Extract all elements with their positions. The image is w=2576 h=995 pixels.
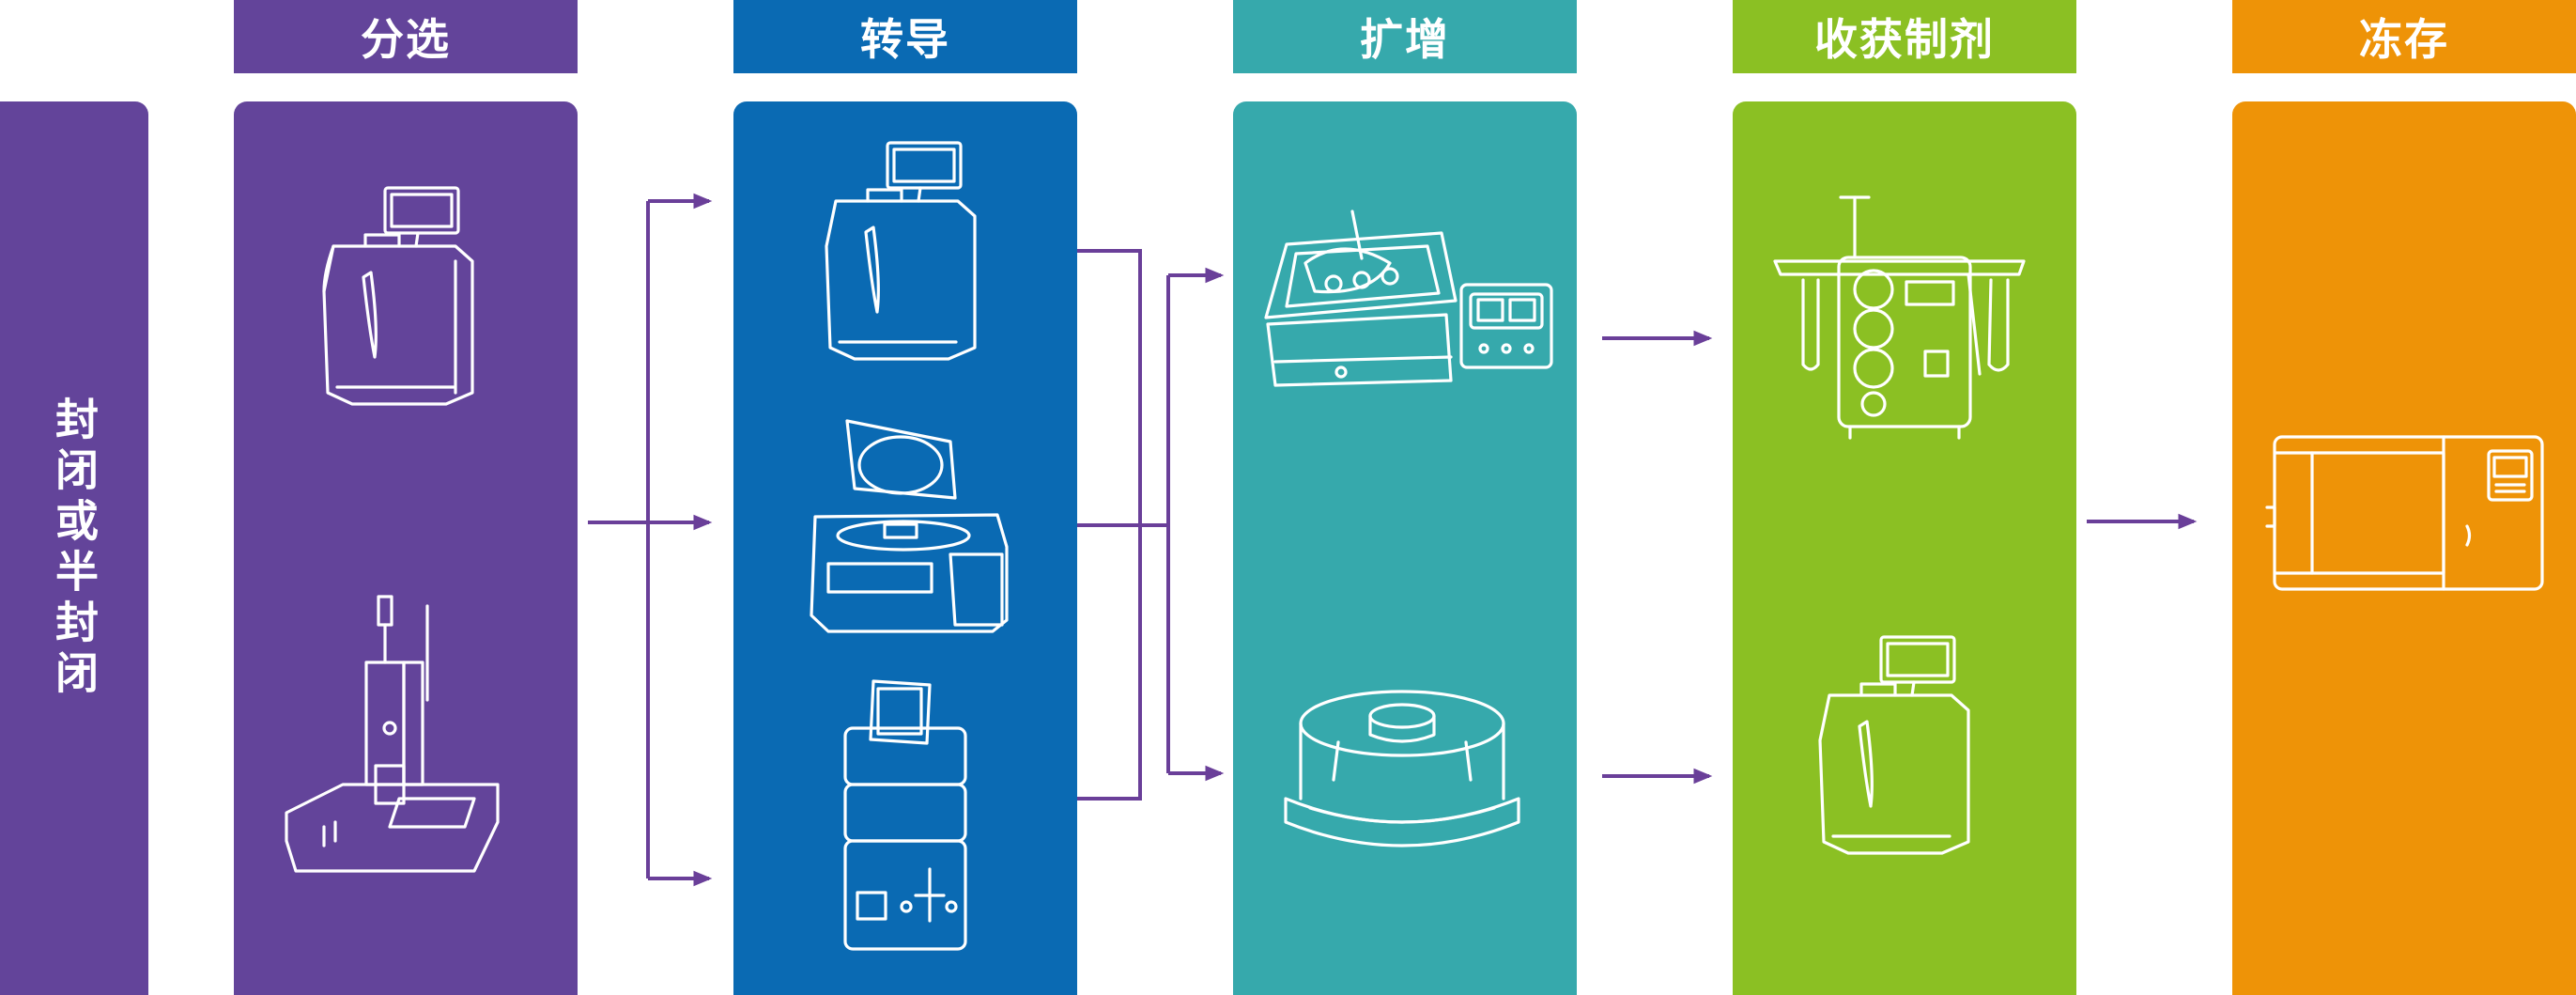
rotating-culture-platform-icon xyxy=(1284,690,1520,847)
stage-title-expansion: 扩增 xyxy=(1360,14,1450,65)
stage-header-cryo: 冻存 xyxy=(2232,0,2576,73)
bioreactor-controller-icon xyxy=(1459,283,1553,369)
stage-header-expansion: 扩增 xyxy=(1233,0,1577,73)
centrifuge-icon xyxy=(810,419,1009,633)
cell-processor-icon xyxy=(322,186,474,406)
cell-processor-icon xyxy=(1818,635,1970,855)
flow-arrows-expansion-to-harvest xyxy=(1602,330,1713,785)
rocking-bioreactor-icon xyxy=(1264,210,1458,387)
magnetic-separator-icon xyxy=(285,595,500,873)
stage-column-harvest xyxy=(1733,101,2076,995)
flow-arrows-sorting-to-transduction xyxy=(588,193,713,887)
stage-header-harvest: 收获制剂 xyxy=(1733,0,2076,73)
closed-system-bar xyxy=(0,101,148,995)
cell-processor-icon xyxy=(825,141,977,361)
harvest-system-icon xyxy=(1773,195,2026,440)
stage-title-transduction: 转导 xyxy=(860,14,950,65)
closed-system-label-box: 封闭或半封闭 xyxy=(0,101,148,995)
stage-header-transduction: 转导 xyxy=(733,0,1077,73)
stage-title-sorting: 分选 xyxy=(361,14,451,65)
stage-column-sorting xyxy=(234,101,578,995)
controlled-rate-freezer-icon xyxy=(2265,435,2544,591)
closed-system-label: 封闭或半封闭 xyxy=(49,396,100,701)
stage-column-cryo xyxy=(2232,101,2576,995)
stage-title-harvest: 收获制剂 xyxy=(1814,14,1995,65)
stage-title-cryo: 冻存 xyxy=(2359,14,2449,65)
stage-header-sorting: 分选 xyxy=(234,0,578,73)
stacked-culture-system-icon xyxy=(843,679,967,951)
flow-arrows-transduction-to-expansion xyxy=(1077,249,1225,801)
